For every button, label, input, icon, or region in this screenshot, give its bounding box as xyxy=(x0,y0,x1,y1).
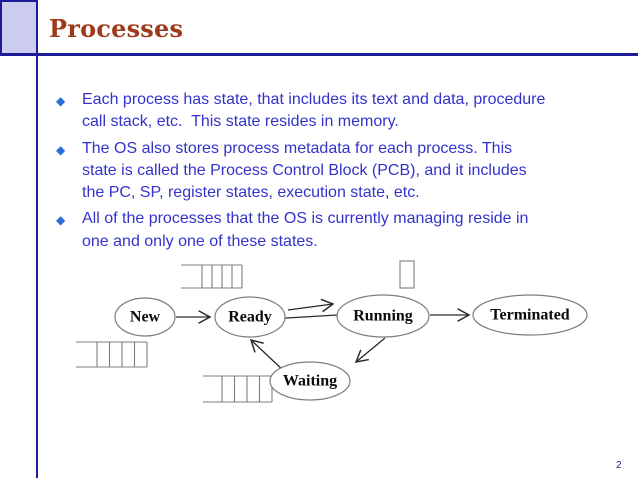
slide-title: Processes xyxy=(49,14,184,43)
bullet-line: state is called the Process Control Bloc… xyxy=(82,161,527,179)
arrow-ready-to-running xyxy=(287,298,335,313)
corner-decoration xyxy=(0,0,38,55)
left-border-rule xyxy=(36,0,38,478)
bullet-line: The OS also stores process metadata for … xyxy=(82,139,513,157)
state-ellipse-new xyxy=(114,297,176,337)
diamond-bullet-icon: ◆ xyxy=(56,142,66,157)
state-label-terminated: Terminated xyxy=(490,307,570,324)
bullet-line: Each process has state, that includes it… xyxy=(82,91,546,108)
bullet-line: call stack, etc. This state resides in m… xyxy=(82,113,399,131)
diamond-bullet-icon: ◆ xyxy=(56,213,66,228)
bullet-item: ◆ All of the processes that the OS is cu… xyxy=(56,208,612,253)
arrow-running-to-waiting xyxy=(354,337,386,363)
bullet-line: one and only one of these states. xyxy=(82,232,318,250)
state-ellipse-terminated xyxy=(472,294,588,336)
queue-icon-new xyxy=(76,341,148,368)
queue-icon-ready xyxy=(181,264,243,289)
bullet-line: the PC, SP, register states, execution s… xyxy=(82,184,420,202)
state-ellipse-running xyxy=(336,294,430,338)
bullet-item: ◆ The OS also stores process metadata fo… xyxy=(56,138,612,205)
bullet-text: All of the processes that the OS is curr… xyxy=(82,208,528,253)
state-ellipse-waiting xyxy=(269,361,351,401)
bullet-line: All of the processes that the OS is curr… xyxy=(82,210,529,228)
bullet-item: ◆ Each process has state, that includes … xyxy=(56,89,612,134)
arrow-waiting-to-ready xyxy=(249,338,285,372)
bullet-text: Each process has state, that includes it… xyxy=(82,89,545,134)
state-label-waiting: Waiting xyxy=(283,373,337,390)
state-ellipse-ready xyxy=(214,296,286,338)
diamond-bullet-icon: ◆ xyxy=(56,94,66,108)
page-number: 2 xyxy=(616,460,622,471)
title-underline-rule xyxy=(0,53,638,56)
state-label-new: New xyxy=(130,309,161,326)
bullet-text: The OS also stores process metadata for … xyxy=(82,138,527,205)
process-box-icon-running xyxy=(399,260,415,289)
queue-icon-waiting xyxy=(203,375,273,403)
state-label-running: Running xyxy=(353,308,413,325)
bullet-list: ◆ Each process has state, that includes … xyxy=(56,89,612,257)
state-label-ready: Ready xyxy=(228,309,272,326)
